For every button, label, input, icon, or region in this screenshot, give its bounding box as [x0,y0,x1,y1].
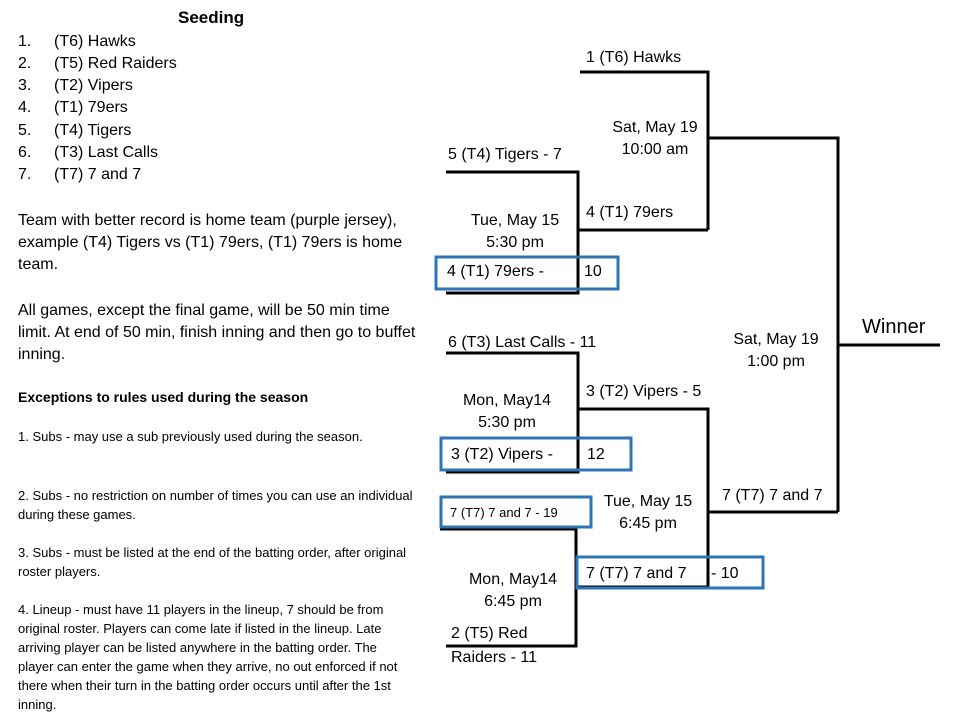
team-red-raiders: Raiders - 11 [451,649,537,666]
game-date: Tue, May 15 [603,493,693,510]
result-highlight-box [575,555,765,590]
score: 10 [584,263,602,280]
team-79ers-result: 4 (T1) 79ers - [447,263,544,280]
seed-team: (T7) 7 and 7 [54,166,142,183]
seed-number: 6. [18,144,32,161]
score: 12 [587,446,605,463]
game-date: Tue, May 15 [470,212,560,229]
seed-number: 2. [18,55,32,72]
time-limit-rule: All games, except the final game, will b… [18,302,416,363]
game-time: 6:45 pm [484,593,542,610]
exceptions-heading: Exceptions to rules used during the seas… [18,389,309,405]
game-date: Sat, May 19 [612,119,698,136]
seed-team: (T1) 79ers [54,99,128,116]
exception-rule: 2. Subs - no restriction on number of ti… [18,488,413,522]
home-team-rule: Team with better record is home team (pu… [18,212,403,273]
team-last-calls: 6 (T3) Last Calls - 11 [448,334,597,351]
team-vipers-advance: 3 (T2) Vipers - 5 [586,383,702,400]
exception-rule: 4. Lineup - must have 11 players in the … [18,602,398,712]
score: - 10 [711,565,739,582]
exception-rule: 3. Subs - must be listed at the end of t… [18,545,407,579]
seed-number: 5. [18,122,32,139]
team-tigers: 5 (T4) Tigers - 7 [448,146,562,163]
team-7-and-7-result: 7 (T7) 7 and 7 [586,565,687,582]
result-highlight-box [439,436,633,472]
exception-rule: 1. Subs - may use a sub previously used … [18,429,363,444]
game-time: 5:30 pm [478,414,536,431]
seed-number: 4. [18,99,32,116]
team-hawks: 1 (T6) Hawks [586,49,682,66]
game-time: 10:00 am [621,141,689,158]
result-highlight-box [439,495,593,529]
game-date: Mon, May14 [468,571,558,588]
seed-number: 7. [18,166,32,183]
team-red-raiders: 2 (T5) Red [451,625,528,642]
game-date: Mon, May14 [462,392,552,409]
bracket-line [446,351,580,474]
bracket-line [708,136,840,512]
bracket-line [580,70,710,230]
seed-team: (T3) Last Calls [54,144,159,161]
team-vipers-result: 3 (T2) Vipers - [451,446,553,463]
seeding-title: Seeding [178,8,245,27]
game-time: 6:45 pm [619,515,677,532]
bracket-line [446,170,580,295]
seed-number: 3. [18,77,32,94]
seed-team: (T4) Tigers [54,122,132,139]
team-7-and-7-small-result: 7 (T7) 7 and 7 - 19 [450,505,558,520]
team-7-and-7-advance: 7 (T7) 7 and 7 [722,487,823,504]
team-79ers-advance: 4 (T1) 79ers [586,204,674,221]
seed-team: (T5) Red Raiders [54,55,177,72]
seed-number: 1. [18,33,32,50]
game-date: Sat, May 19 [733,331,819,348]
game-time: 1:00 pm [747,353,805,370]
winner-label: Winner [862,316,926,338]
seed-team: (T2) Vipers [54,77,133,94]
seed-team: (T6) Hawks [54,33,136,50]
result-highlight-box [434,255,620,291]
game-time: 5:30 pm [486,234,544,251]
